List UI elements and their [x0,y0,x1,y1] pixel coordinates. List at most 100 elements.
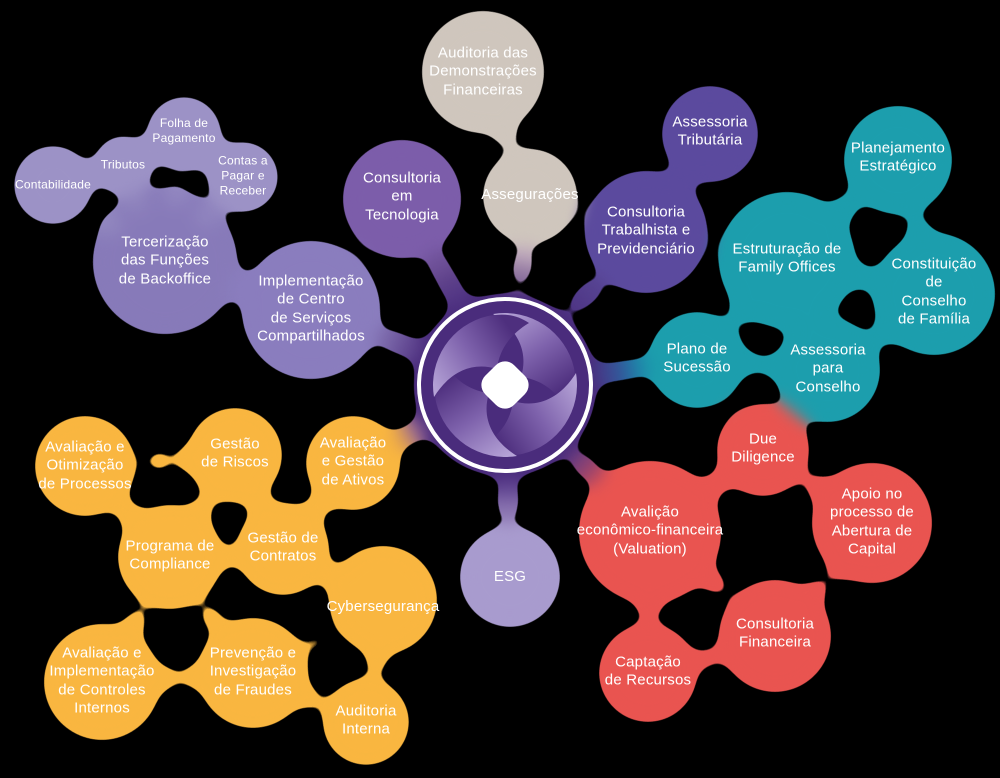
bubble-circle-planejamento-estrategico [843,105,953,215]
bubble-asseguracoes: Assegurações [481,185,579,203]
bubble-avaliacao-otimizacao: Avaliação e Otimização de Processos [38,438,132,493]
pinwheel-swirl-icon [417,297,593,473]
connector [165,184,187,206]
bubble-circle-gestao-contratos [236,502,330,596]
bubble-auditoria-demonstracoes: Auditoria das Demonstrações Financeiras [429,44,537,99]
bubble-circle-apoio-abertura-capital [811,462,933,584]
connector [322,567,344,589]
connector [307,495,329,517]
bubble-captacao-recursos: Captação de Recursos [604,653,692,689]
connector [513,247,535,269]
connector [406,421,426,441]
bubble-avalicao-valuation: Avalição econômico-financeira (Valuation… [576,503,724,558]
bubble-consultoria-tecnologia: Consultoria em Tecnologia [362,169,442,224]
logo-ring [417,297,593,473]
connector [494,124,518,148]
bubble-gestao-ativos: Avaliação e Gestão de Ativos [319,434,387,489]
bubble-circle-tributos [93,135,153,195]
bubble-circle-assessoria-conselho [775,317,881,423]
connector [146,449,170,473]
connector [248,492,270,514]
bubble-due-diligence: Due Diligence [731,430,795,466]
connector [99,213,121,235]
cluster-risk-compliance [34,407,438,766]
logo-center-squircle [481,361,529,409]
bubble-esg: ESG [493,567,527,585]
bubble-circle-tercerizacao [92,189,238,335]
bubble-circle-programa-compliance [117,504,223,610]
bubble-circle-assessoria-tributaria [661,85,759,183]
connector [827,559,849,581]
connector [116,501,140,525]
bubble-circle-auditoria-demonstracoes [421,10,545,134]
bubble-circle-constituicao-conselho [872,232,996,356]
bubble-circle-avalicao-valuation [578,460,722,604]
bubble-consultoria-financeira: Consultoria Financeira [735,615,815,651]
bubble-circle-prevencao-fraudes [197,617,309,729]
connector [580,461,602,483]
connector [567,292,589,314]
bubble-circle-cyberseguranca [328,545,438,655]
bubble-circle-consultoria-trabalhista [584,170,708,294]
bubble-circle-avaliacao-otimizacao [34,415,136,517]
cluster-backoffice [13,96,420,380]
connector [595,362,617,384]
connector [307,632,327,652]
connector [219,549,237,567]
connector [124,609,148,633]
bubble-tributos: Tributos [100,157,146,172]
bubble-assessoria-tributaria: Assessoria Tributária [672,113,748,149]
bubble-assessoria-conselho: Assessoria para Conselho [790,341,866,396]
bubble-circle-implementacao-csc [241,240,381,380]
connector [192,496,214,518]
connector [697,647,719,669]
bubble-circle-contas-pagar-receber [207,141,279,213]
bubble-circle-auditoria-interna [322,678,410,766]
bubble-circle-esg [459,526,561,628]
bubble-circle-asseguracoes [482,148,578,244]
bubble-consultoria-trabalhista: Consultoria Trabalhista e Previdenciário [597,203,695,258]
connector [196,206,216,226]
connector [833,194,859,220]
connector [226,273,252,299]
bubble-folha-pagamento: Folha de Pagamento [152,116,216,145]
cluster-family-governance [595,105,996,423]
cluster-tax-labor-tech [342,85,759,314]
bubble-gestao-contratos: Gestão de Contratos [247,529,319,565]
bubble-prevencao-fraudes: Prevenção e Investigação de Fraudes [209,644,297,699]
connector [378,328,402,352]
connector [804,474,828,498]
bubble-estruturacao-family-offices: Estruturação de Family Offices [732,240,842,276]
connector [729,300,753,324]
connector [396,335,420,359]
bubble-circle-gestao-ativos [305,415,401,511]
bubble-circle-estruturacao-family-offices [718,191,856,329]
connector [848,264,874,290]
logo-petals [433,313,577,457]
connector [496,479,520,503]
cluster-audit-assurance [421,10,578,286]
connector [174,447,198,471]
connector [510,264,532,286]
bubble-programa-compliance: Programa de Compliance [125,537,215,573]
connector [79,166,97,184]
connector [741,352,763,374]
bubble-circle-controles-internos [43,623,161,741]
connector [761,355,783,377]
bubble-contas-pagar-receber: Contas a Pagar e Receber [218,153,268,198]
bubble-circle-contabilidade [13,145,93,225]
connector [426,252,450,276]
bubble-planejamento-estrategico: Planejamento Estratégico [850,139,946,175]
connector [807,578,829,600]
connector [154,666,178,690]
bubble-circle-plano-sucessao [648,311,746,409]
bubble-circle-consultoria-financeira [718,579,832,693]
bubble-plano-sucessao: Plano de Sucessão [663,340,731,376]
connector [906,216,930,240]
connector [704,472,728,496]
bubble-circle-due-diligence [716,403,810,497]
connector [668,173,690,195]
bubble-cyberseguranca: Cybersegurança [326,597,440,615]
